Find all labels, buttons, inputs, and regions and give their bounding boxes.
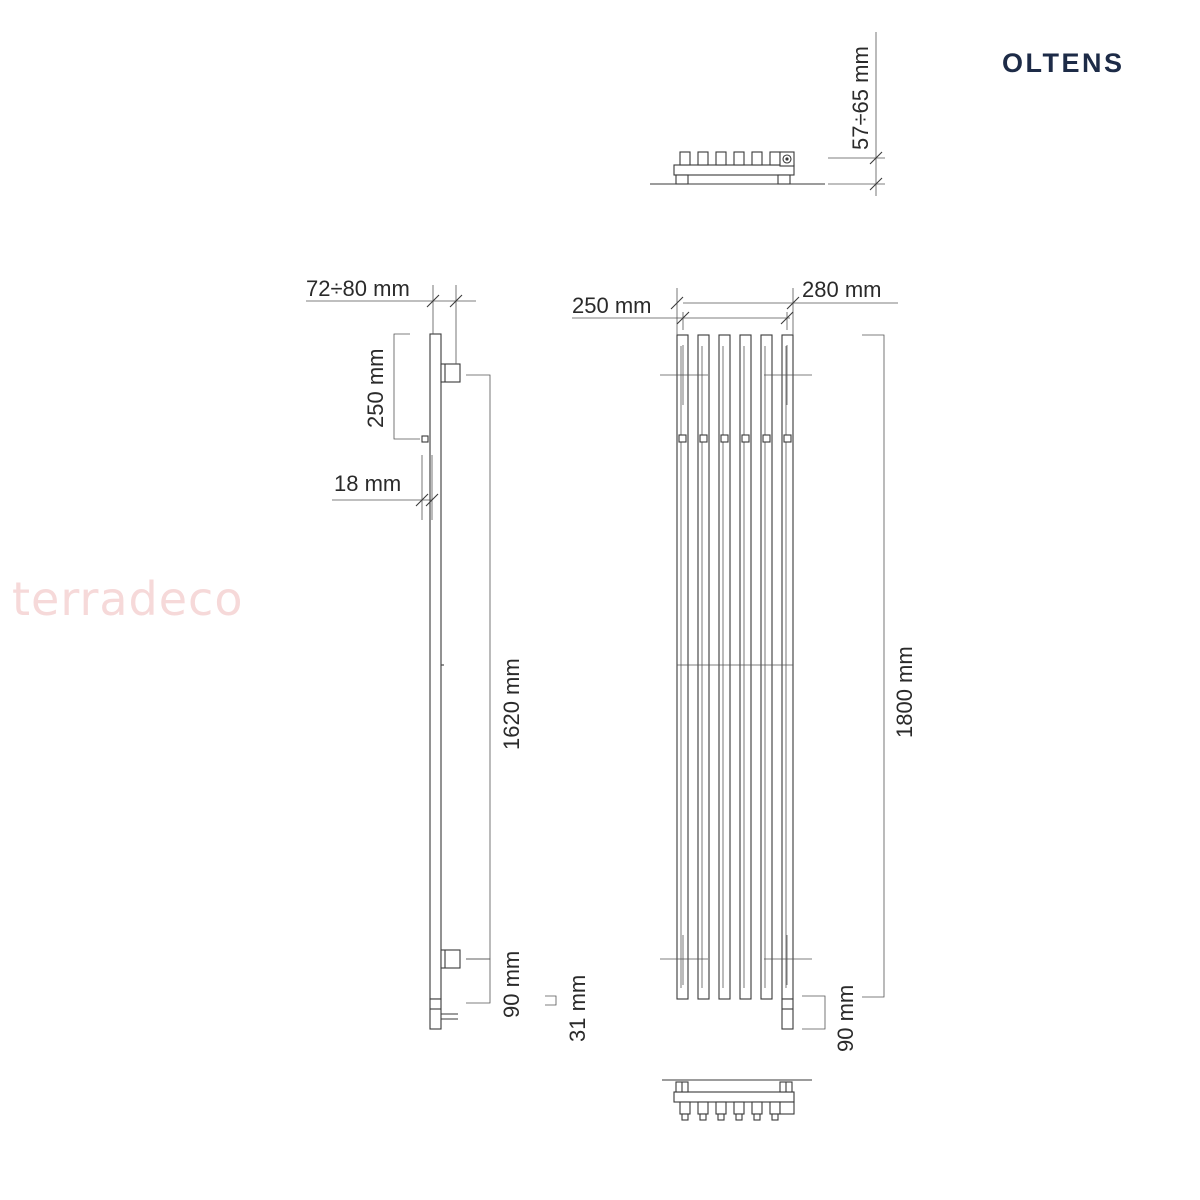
dim-side-top-250: 250 mm [363, 349, 388, 428]
side-view: 72÷80 mm 250 mm 18 mm 1620 mm 90 mm 31 m… [306, 276, 590, 1042]
dim-front-250: 250 mm [572, 293, 651, 318]
dim-top-depth: 57÷65 mm [848, 46, 873, 150]
bottom-view [662, 1079, 812, 1121]
dim-front-1800: 1800 mm [892, 646, 917, 738]
dim-side-31: 31 mm [565, 975, 590, 1042]
top-view-valves [679, 151, 781, 166]
front-view: 280 mm 250 mm 1800 mm 90 mm [572, 277, 917, 1052]
dim-front-90: 90 mm [833, 985, 858, 1052]
front-tubes [676, 334, 794, 1000]
dim-side-1620: 1620 mm [499, 658, 524, 750]
watermark: terradeco [12, 572, 243, 626]
brand-logo: OLTENS [1002, 48, 1125, 78]
bottom-view-valves [679, 1101, 781, 1121]
dim-front-280: 280 mm [802, 277, 881, 302]
dim-side-18: 18 mm [334, 471, 401, 496]
dim-side-90: 90 mm [499, 951, 524, 1018]
top-view: 57÷65 mm [650, 32, 885, 196]
dim-side-depth: 72÷80 mm [306, 276, 410, 301]
